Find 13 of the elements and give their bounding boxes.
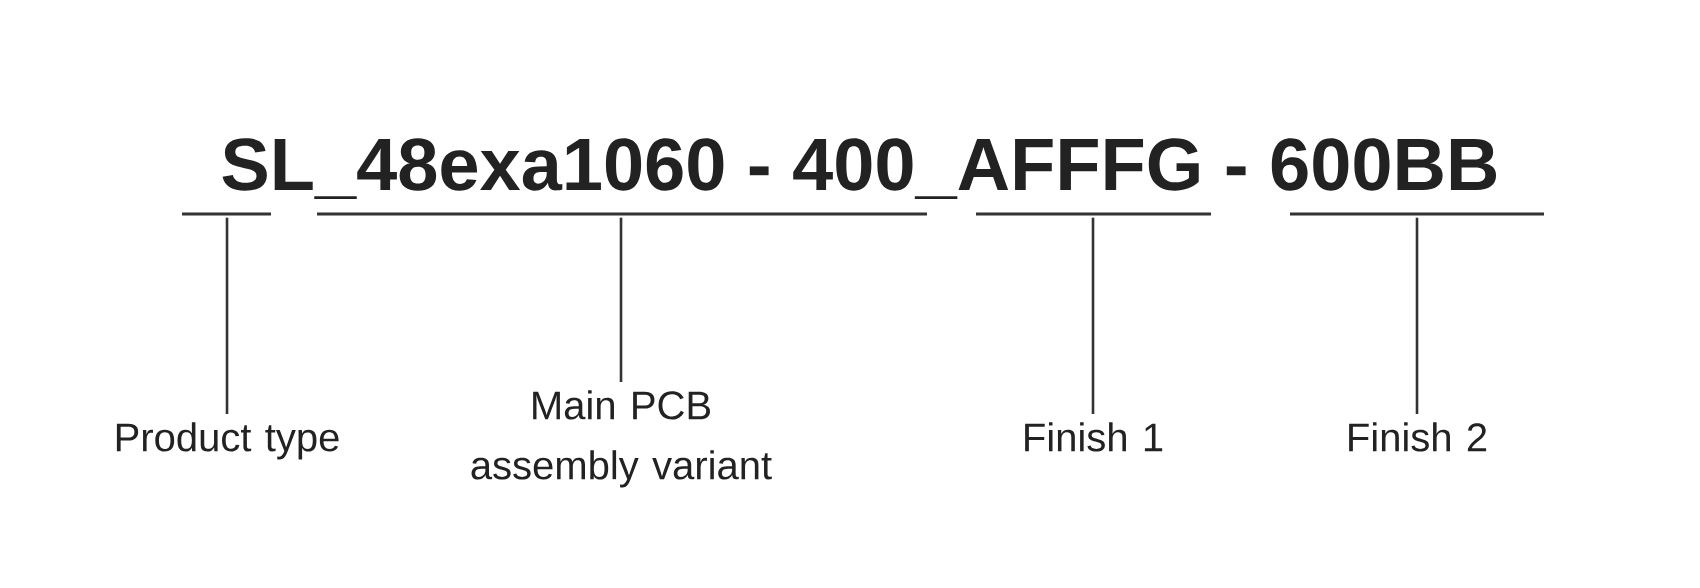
segment-label: Finish 1 — [1025, 422, 1163, 452]
bracket-bar — [182, 212, 271, 216]
segment-label: Main PCB assembly variant — [471, 390, 772, 488]
leader-line — [225, 217, 229, 414]
leader-line — [1091, 217, 1095, 414]
bracket-bar — [317, 212, 927, 216]
segment-label: Product type — [116, 422, 339, 460]
leader-line — [619, 217, 623, 382]
part-number: SL_48exa1060 - 400_AFFFG - 600BB — [222, 138, 1497, 199]
bracket-bar — [1290, 212, 1544, 216]
bracket-bar — [976, 212, 1211, 216]
leader-line — [1415, 217, 1419, 414]
segment-label: Finish 2 — [1349, 422, 1487, 452]
